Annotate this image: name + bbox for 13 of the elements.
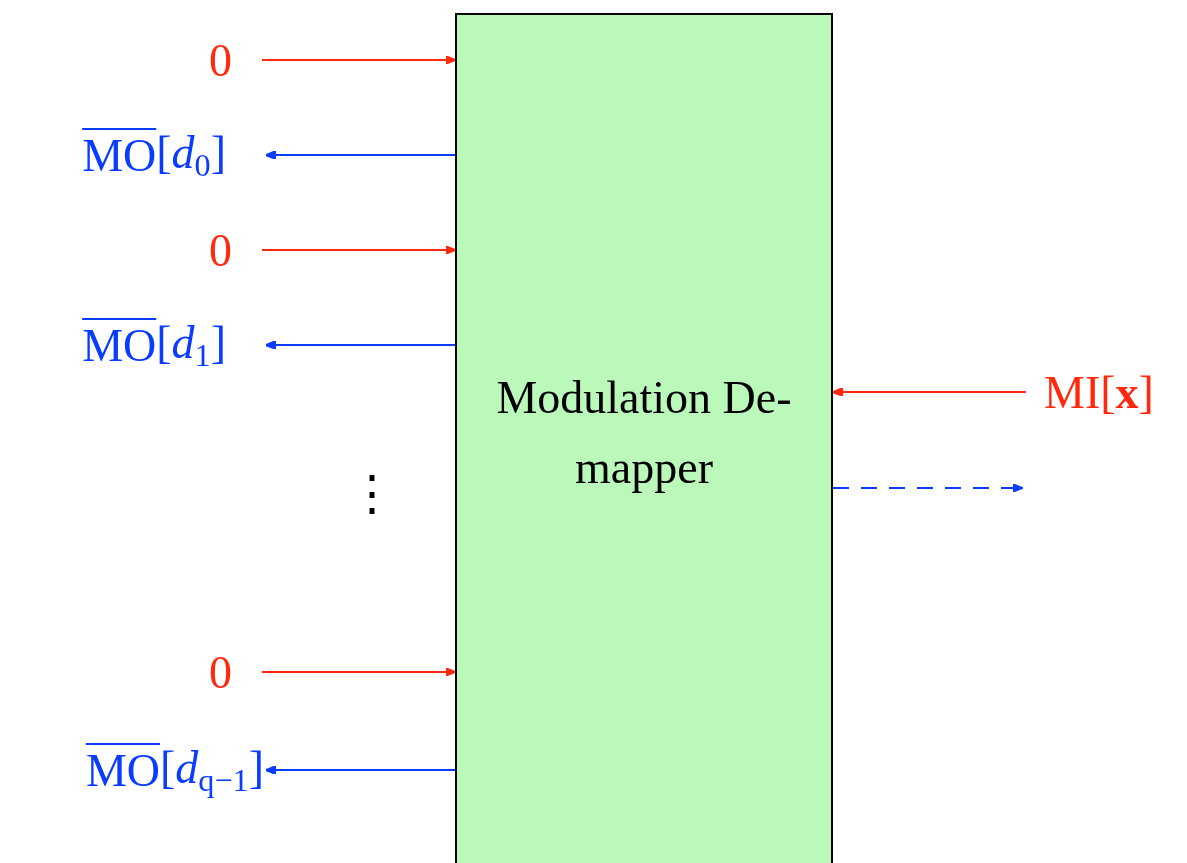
signal-label: [d$_{0}$] [156,125,226,184]
signal-label: [d$_{q−1}$] [160,740,264,799]
signal-label: MO [85,743,160,797]
ellipsis-dots: ⋮ [348,470,396,518]
signal-label: [d$_{1}$] [156,315,226,374]
process-box [455,13,833,863]
signal-label: MI[x] [1044,365,1154,419]
signal-label: 0 [209,645,232,699]
signal-label: MO [82,318,157,372]
signal-label: 0 [209,33,232,87]
signal-label: 0 [209,223,232,277]
box-title: Modulation De-mapper [495,371,793,495]
signal-label: MO [82,128,157,182]
